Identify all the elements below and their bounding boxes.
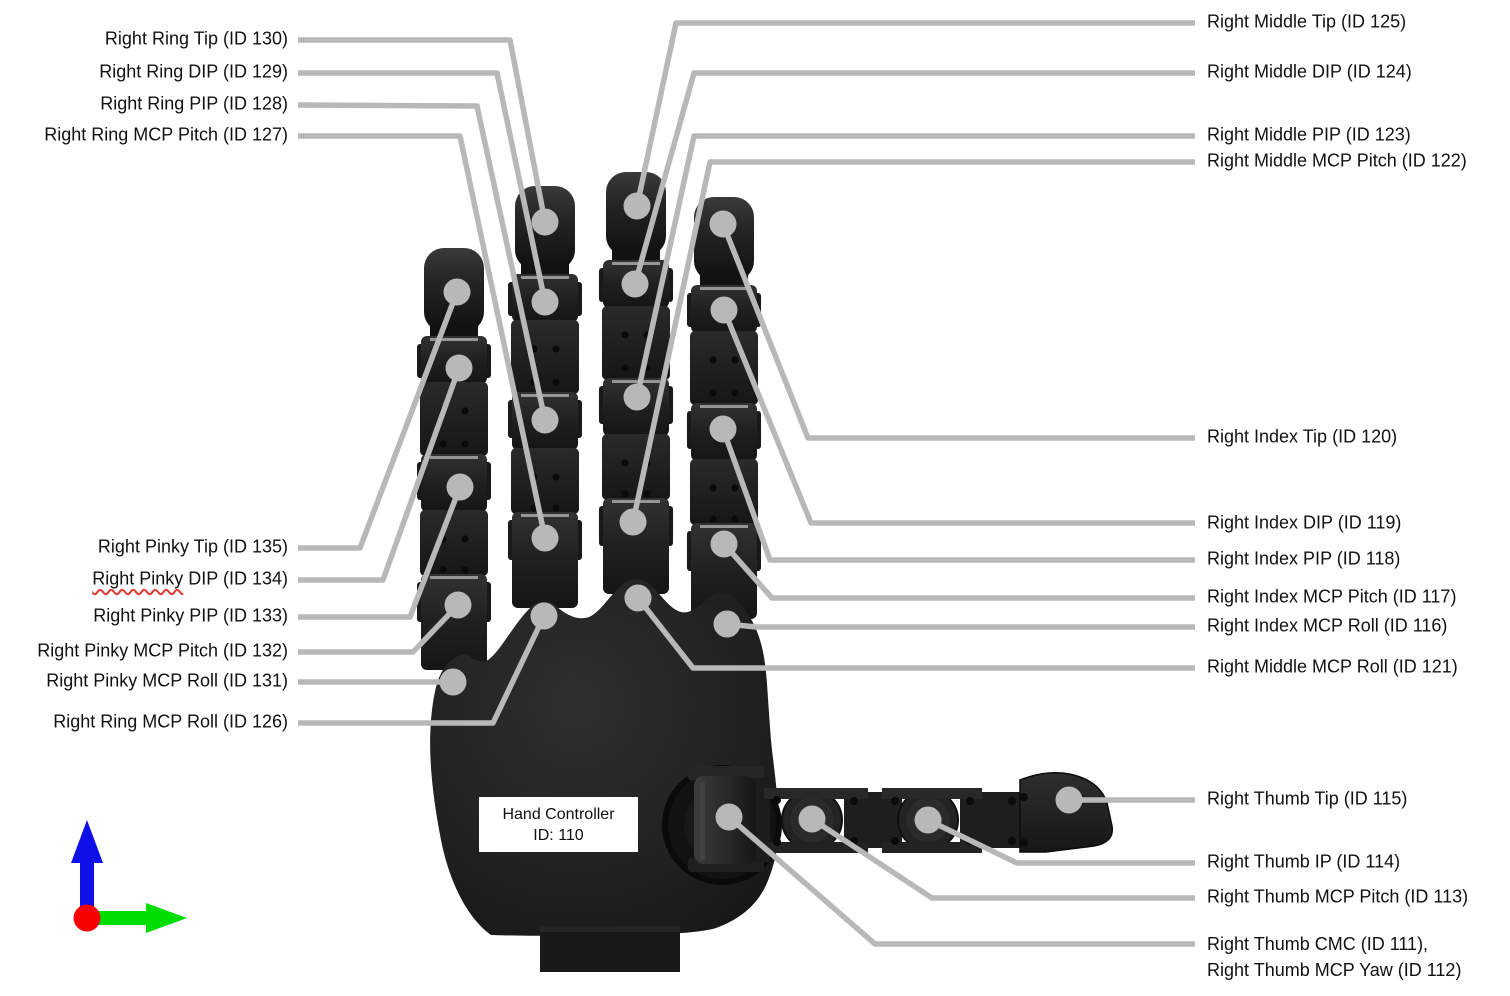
leader-middle-pip [634, 133, 1195, 398]
label-index-mcp-pitch: Right Index MCP Pitch (ID 117) [1207, 586, 1457, 607]
joint-marker-index-tip [709, 210, 737, 238]
joint-marker-thumb-mcp-pitch [798, 805, 826, 833]
joint-marker-ring-dip [531, 288, 559, 316]
thumb-bolts [773, 793, 1028, 847]
label-ring-tip: Right Ring Tip (ID 130) [104, 28, 288, 49]
joint-marker-pinky-mcp-pitch [444, 591, 472, 619]
label-index-tip: Right Index Tip (ID 120) [1207, 426, 1398, 447]
label-thumb-cmc-line2: Right Thumb MCP Yaw (ID 112) [1207, 960, 1462, 980]
leader-index-mcp-roll [726, 621, 1195, 630]
leader-index-tip [720, 222, 1195, 441]
hand-controller-id: ID: 110 [533, 826, 584, 844]
coordinate-axes [71, 820, 187, 933]
joint-marker-pinky-mcp-roll [439, 668, 467, 696]
leader-pinky-pip [298, 486, 463, 620]
joint-marker-thumb-tip [1055, 786, 1083, 814]
label-ring-mcp-pitch: Right Ring MCP Pitch (ID 127) [44, 124, 288, 145]
leader-middle-mcp-pitch [630, 159, 1195, 523]
label-thumb-cmc-mcp-yaw: Right Thumb CMC (ID 111), Right Thumb MC… [1207, 931, 1461, 983]
joint-marker-ring-tip [531, 208, 559, 236]
joint-marker-pinky-dip [445, 354, 473, 382]
up-axis-shaft [80, 856, 94, 918]
wrist-connector [540, 926, 680, 972]
joint-marker-middle-mcp-pitch [619, 508, 647, 536]
joint-marker-pinky-pip [446, 473, 474, 501]
joint-marker-ring-pip [531, 406, 559, 434]
leader-pinky-tip [298, 291, 460, 551]
joint-marker-middle-pip [623, 383, 651, 411]
label-ring-mcp-roll: Right Ring MCP Roll (ID 126) [53, 711, 288, 732]
leader-ring-pip [297, 102, 548, 421]
label-pinky-mcp-roll: Right Pinky MCP Roll (ID 131) [46, 670, 288, 691]
origin-marker [73, 904, 101, 932]
label-index-dip: Right Index DIP (ID 119) [1207, 512, 1402, 533]
leader-pinky-mcp-pitch [298, 603, 460, 655]
right-axis-shaft [88, 911, 150, 925]
thumb [688, 766, 1114, 872]
label-middle-tip: Right Middle Tip (ID 125) [1207, 11, 1407, 32]
leader-middle-mcp-roll [635, 596, 1195, 671]
joint-marker-middle-tip [623, 192, 651, 220]
leader-thumb-ip [926, 817, 1195, 866]
right-axis-arrowhead [146, 903, 187, 933]
joint-marker-pinky-tip [443, 278, 471, 306]
joint-marker-index-mcp-roll [713, 610, 741, 638]
leader-pinky-dip [298, 367, 462, 583]
label-pinky-dip-flagged-text: Right Pinky [92, 568, 184, 589]
label-index-mcp-roll: Right Index MCP Roll (ID 116) [1207, 615, 1448, 636]
joint-marker-middle-dip [621, 270, 649, 298]
joint-marker-thumb-cmc [715, 803, 743, 831]
joint-marker-thumb-ip [914, 806, 942, 834]
leader-index-pip [720, 428, 1195, 563]
label-thumb-mcp-pitch: Right Thumb MCP Pitch (ID 113) [1207, 886, 1469, 907]
label-middle-dip: Right Middle DIP (ID 124) [1207, 61, 1412, 82]
label-index-pip: Right Index PIP (ID 118) [1207, 548, 1401, 569]
leader-middle-dip [632, 70, 1195, 285]
label-thumb-cmc-line1: Right Thumb CMC (ID 111), [1207, 934, 1429, 954]
label-pinky-dip: Right Pinky DIP (ID 134) [92, 568, 288, 590]
label-ring-dip: Right Ring DIP (ID 129) [99, 61, 288, 82]
joint-markers [439, 192, 1083, 834]
label-pinky-pip: Right Pinky PIP (ID 133) [93, 605, 288, 626]
leader-index-mcp-pitch [721, 542, 1195, 601]
label-pinky-tip: Right Pinky Tip (ID 135) [97, 536, 288, 557]
hand-controller-title: Hand Controller [502, 805, 615, 823]
label-thumb-tip: Right Thumb Tip (ID 115) [1207, 788, 1408, 809]
leader-ring-dip [298, 70, 548, 303]
leader-ring-mcp-roll [298, 614, 547, 726]
label-pinky-dip-rest-text: DIP (ID 134) [183, 568, 288, 589]
joint-marker-ring-mcp-roll [530, 602, 558, 630]
joint-marker-ring-mcp-pitch [531, 524, 559, 552]
label-pinky-mcp-pitch: Right Pinky MCP Pitch (ID 132) [37, 640, 288, 661]
leader-ring-mcp-pitch [298, 133, 548, 539]
leader-thumb-mcp-pitch [810, 816, 1195, 901]
label-middle-mcp-pitch: Right Middle MCP Pitch (ID 122) [1207, 150, 1467, 171]
leader-ring-tip [298, 37, 548, 223]
leader-thumb-cmc [727, 814, 1195, 947]
joint-marker-index-mcp-pitch [710, 530, 738, 558]
hand-controller-box: Hand Controller ID: 110 [479, 797, 638, 852]
label-thumb-ip: Right Thumb IP (ID 114) [1207, 851, 1401, 872]
label-ring-pip: Right Ring PIP (ID 128) [100, 93, 288, 114]
leader-index-dip [721, 308, 1195, 526]
joint-marker-middle-mcp-roll [624, 584, 652, 612]
joint-marker-index-dip [710, 296, 738, 324]
leader-middle-tip [634, 20, 1195, 207]
up-axis-arrowhead [71, 820, 103, 863]
label-middle-pip: Right Middle PIP (ID 123) [1207, 124, 1411, 145]
joint-marker-index-pip [709, 415, 737, 443]
label-middle-mcp-roll: Right Middle MCP Roll (ID 121) [1207, 656, 1458, 677]
